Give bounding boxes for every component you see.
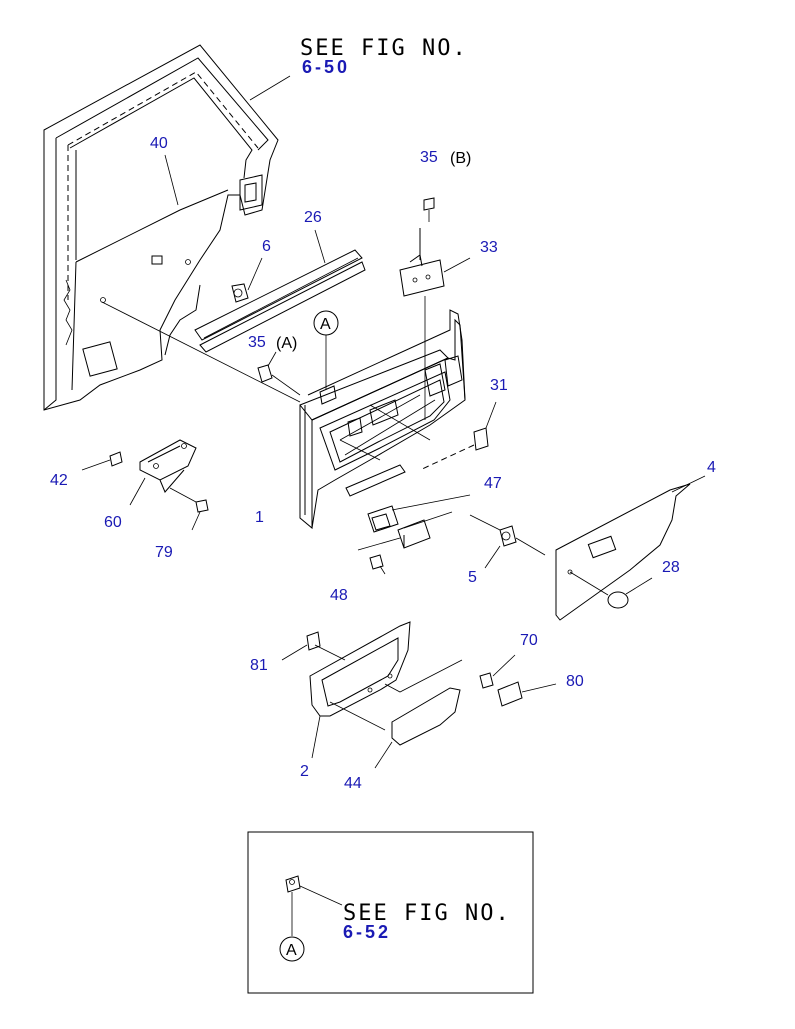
clip-6 — [231, 257, 263, 303]
callout-5: 5 — [468, 569, 477, 586]
callout-35a: 35 — [248, 334, 266, 351]
cap-5 — [469, 514, 546, 569]
screw-48 — [357, 537, 401, 575]
callout-28: 28 — [662, 559, 680, 576]
marker-a-label: A — [320, 316, 331, 333]
weatherstrip-26 — [194, 229, 366, 353]
armrest-44 — [374, 687, 461, 769]
callout-47: 47 — [484, 475, 502, 492]
ref-inset-text: SEE FIG NO. — [343, 901, 511, 926]
cap-28 — [607, 577, 653, 609]
door-frame — [43, 44, 279, 411]
button-80 — [497, 681, 557, 707]
callout-44: 44 — [344, 775, 362, 792]
callout-70: 70 — [520, 632, 538, 649]
screw-35a — [101, 301, 301, 403]
inset-box: A SEE FIG NO. 6-52 — [247, 831, 534, 994]
callout-31: 31 — [490, 377, 508, 394]
callouts: 40 26 6 35 (A) 35 (B) 33 31 4 47 42 60 7… — [50, 135, 716, 792]
callout-26: 26 — [304, 209, 322, 226]
leader-35a — [267, 351, 277, 367]
callout-80: 80 — [566, 673, 584, 690]
marker-a: A — [313, 310, 339, 390]
panel-4 — [555, 475, 706, 621]
callout-1: 1 — [255, 509, 264, 526]
callout-6: 6 — [262, 238, 271, 255]
ref-inset-number: 6-52 — [343, 922, 391, 942]
ref-top-number: 6-50 — [302, 57, 350, 77]
callout-81: 81 — [250, 657, 268, 674]
callout-35b-suffix: (B) — [450, 150, 471, 167]
callout-60: 60 — [104, 514, 122, 531]
leader-650 — [249, 75, 291, 101]
door-trim-panel — [299, 309, 466, 530]
bracket-60 — [81, 439, 209, 531]
callout-33: 33 — [480, 239, 498, 256]
callout-35a-suffix: (A) — [276, 335, 297, 352]
callout-35b: 35 — [420, 149, 438, 166]
ref-top-text: SEE FIG NO. — [300, 36, 468, 61]
lower-panel-2 — [281, 621, 463, 759]
callout-40: 40 — [150, 135, 168, 152]
bracket-33 — [399, 228, 471, 420]
screw-35b — [423, 197, 435, 222]
inset-marker-a-label: A — [286, 942, 297, 959]
leader-40 — [164, 154, 179, 206]
callout-42: 42 — [50, 472, 68, 489]
callout-79: 79 — [155, 544, 173, 561]
handle-47 — [367, 494, 471, 549]
callout-48: 48 — [330, 587, 348, 604]
callout-2: 2 — [300, 763, 309, 780]
clip-31 — [419, 401, 497, 471]
callout-4: 4 — [707, 459, 716, 476]
screw-70 — [479, 654, 516, 689]
